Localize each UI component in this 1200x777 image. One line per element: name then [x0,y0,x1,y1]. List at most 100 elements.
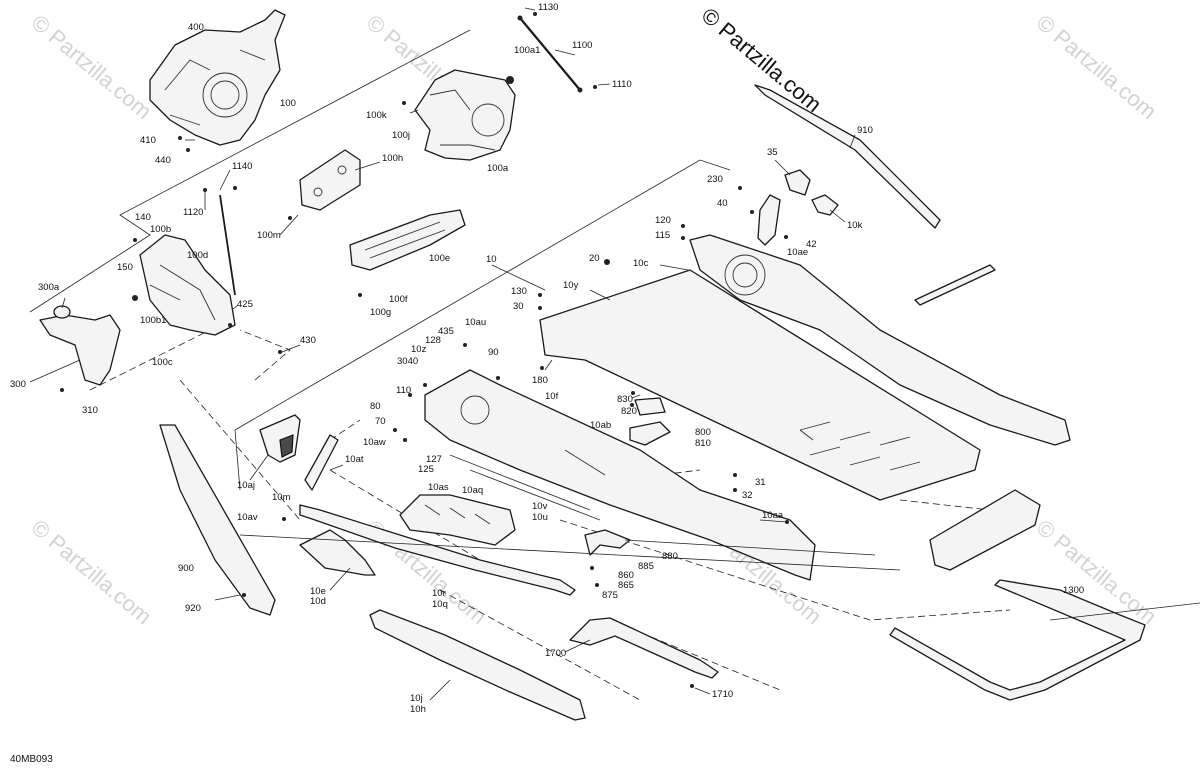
plate-800 [629,421,671,446]
rear-crossmember [929,489,1041,571]
callout-10: 10 [486,254,497,265]
callout-830: 830 [617,394,633,405]
callout-10j: 10j [410,693,423,704]
callout-110: 110 [396,385,411,396]
callout-100k: 100k [366,110,387,121]
callout-10e: 10e [310,586,326,597]
callout-10aw: 10aw [363,437,386,448]
callout-10y: 10y [563,280,579,291]
side-bracket-300 [39,305,121,386]
callout-128: 128 [425,335,441,346]
panel-100e [349,209,466,271]
callout-10v: 10v [532,501,548,512]
callout-10ab: 10ab [590,420,611,431]
rail-910 [754,84,941,229]
callout-70: 70 [375,416,386,427]
callout-10d: 10d [310,596,326,607]
callout-20: 20 [589,253,600,264]
callout-10f: 10f [545,391,559,402]
callout-40: 40 [717,198,728,209]
floor-plate-10v [399,494,516,546]
callout-10u: 10u [532,512,548,523]
callout-400: 400 [188,22,204,33]
right-rail-10c [689,234,1071,446]
assembly-lines [89,319,1011,701]
watermark: © Partzilla.com [1032,10,1162,124]
callout-127: 127 [426,454,442,465]
callout-10aj: 10aj [237,480,255,491]
callout-10r: 10r [432,588,446,599]
callout-100h: 100h [382,153,403,164]
callout-10c: 10c [633,258,649,269]
callout-1130: 1130 [538,2,558,13]
callout-100g: 100g [370,307,391,318]
callout-820: 820 [621,406,637,417]
callout-410: 410 [140,135,156,146]
callout-100a1: 100a1 [514,45,540,56]
callout-3040: 3040 [397,356,418,367]
callout-860: 860 [618,570,634,581]
tunnel-deck-10 [539,269,981,501]
footrest-right [914,264,996,306]
side-bar-900 [159,424,276,616]
bracket-10aj [259,414,301,463]
callout-120: 120 [655,215,671,226]
bracket-35 [784,169,811,196]
callout-100b1: 100b1 [140,315,166,326]
frame-side-100b [139,194,236,336]
callout-920: 920 [185,603,201,614]
callout-10aq: 10aq [462,485,483,496]
callout-115: 115 [655,230,670,241]
callout-885: 885 [638,561,654,572]
rod-1100 [506,15,583,93]
watermark-main: © Partzilla.com [697,3,827,117]
callout-100b: 100b [150,224,171,235]
callout-31: 31 [755,477,766,488]
bracket-830 [634,397,666,416]
callout-100f: 100f [389,294,408,305]
callout-810: 810 [695,438,711,449]
callout-10at: 10at [345,454,364,465]
trim-10r [299,504,576,596]
diagram-code: 40MB093 [10,754,53,765]
callout-42: 42 [806,239,817,250]
watermark: © Partzilla.com [27,10,157,124]
callout-800: 800 [695,427,711,438]
callout-35: 35 [767,147,778,158]
upper-frame-100a [414,69,516,161]
callout-30: 30 [513,301,524,312]
callout-10h: 10h [410,704,426,715]
part-10k [811,194,839,216]
callout-300: 300 [10,379,26,390]
callout-180: 180 [532,375,548,386]
callout-875: 875 [602,590,618,601]
callout-1140: 1140 [232,161,252,172]
callout-10k: 10k [847,220,863,231]
callout-10ae: 10ae [787,247,808,258]
callout-10aa: 10aa [762,510,784,521]
callout-1300: 1300 [1063,585,1084,596]
callout-labels: 1130 1100 1110 100a1 400 100 410 440 100… [10,2,1084,715]
part-880 [584,529,631,556]
callout-80: 80 [370,401,381,412]
plate-100h [299,149,361,211]
main-tunnel-10f [424,369,816,581]
callout-10au: 10au [465,317,486,328]
callout-1700: 1700 [545,648,566,659]
callout-880: 880 [662,551,678,562]
callout-140: 140 [135,212,151,223]
callout-300a: 300a [38,282,60,293]
front-bulkhead-400 [149,9,286,146]
callout-130: 130 [511,286,527,297]
callout-10z: 10z [411,344,427,355]
callout-100c: 100c [152,357,173,368]
callout-10m: 10m [272,492,291,503]
fasteners [60,12,789,688]
rear-extension-1700 [569,617,719,679]
callout-100d: 100d [187,250,208,261]
callout-32: 32 [742,490,753,501]
rear-bumper-1300 [889,579,1146,701]
bracket-40 [757,194,781,246]
strut-10m [304,434,339,491]
